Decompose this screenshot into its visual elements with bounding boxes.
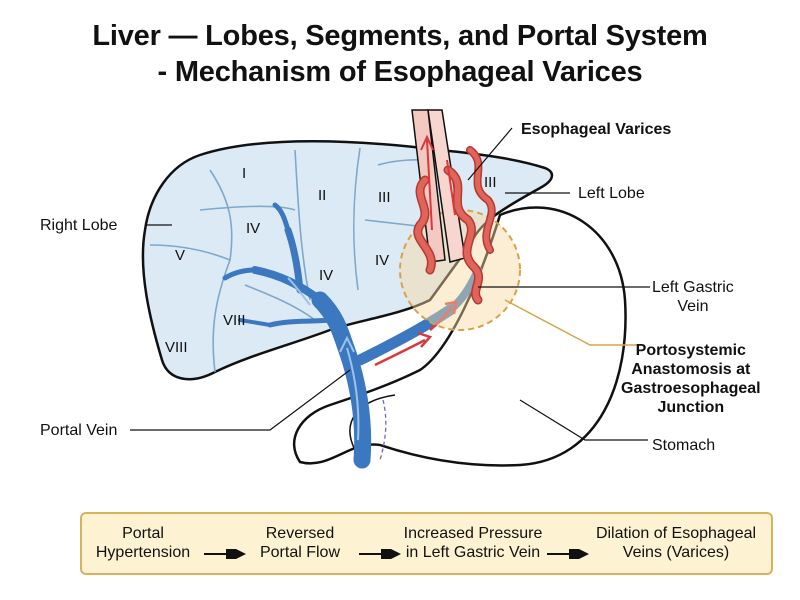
flow-arrow-icon-1 — [204, 549, 246, 559]
segment-VIII-inner: VIII — [223, 312, 246, 329]
segment-V: V — [175, 247, 185, 264]
flow-arrow-icon-2 — [359, 549, 401, 559]
reversed-flow-arrows — [374, 300, 458, 367]
flow-step-3: Increased Pressure in Left Gastric Vein — [403, 525, 543, 561]
mechanism-flow-box: Portal Hypertension Reversed Portal Flow… — [80, 512, 773, 575]
segment-III-right: III — [484, 174, 497, 191]
esophageal-varices — [413, 146, 496, 305]
varix-flow-arrows — [420, 134, 456, 231]
flow-step-4: Dilation of Esophageal Veins (Varices) — [595, 525, 757, 561]
segment-II: II — [318, 187, 326, 204]
pylorus-dashed-line — [379, 399, 387, 461]
stomach-outline — [292, 206, 627, 467]
label-left-gastric-vein: Left Gastric Vein — [652, 279, 734, 315]
flow-arrow-icon-3 — [547, 549, 589, 559]
segment-IV-middle: IV — [319, 267, 333, 284]
anastomosis-leader — [504, 299, 640, 346]
leader-lines — [130, 127, 650, 441]
segment-I: I — [242, 165, 246, 182]
label-esophageal-varices: Esophageal Varices — [521, 121, 672, 138]
segment-lines — [149, 147, 436, 373]
esophagus — [411, 109, 466, 263]
segment-VIII-lower: VIII — [165, 339, 188, 356]
segment-III-left: III — [378, 189, 391, 206]
label-right-lobe: Right Lobe — [40, 217, 118, 234]
page-title: Liver — Lobes, Segments, and Portal Syst… — [0, 18, 800, 90]
label-portosystemic-anastomosis: Portosystemic Anastomosis at Gastroesoph… — [621, 342, 761, 416]
label-portal-vein: Portal Vein — [40, 422, 118, 439]
flow-step-1: Portal Hypertension — [95, 525, 191, 561]
label-stomach: Stomach — [652, 437, 716, 454]
segment-IV-right: IV — [375, 252, 389, 269]
portal-flow-arrows — [287, 277, 360, 441]
label-left-lobe: Left Lobe — [578, 185, 645, 202]
flow-step-2: Reversed Portal Flow — [259, 525, 341, 561]
title-line-1: Liver — Lobes, Segments, and Portal Syst… — [92, 20, 708, 52]
segment-IV-upper: IV — [246, 220, 260, 237]
title-line-2: - Mechanism of Esophageal Varices — [157, 56, 643, 88]
